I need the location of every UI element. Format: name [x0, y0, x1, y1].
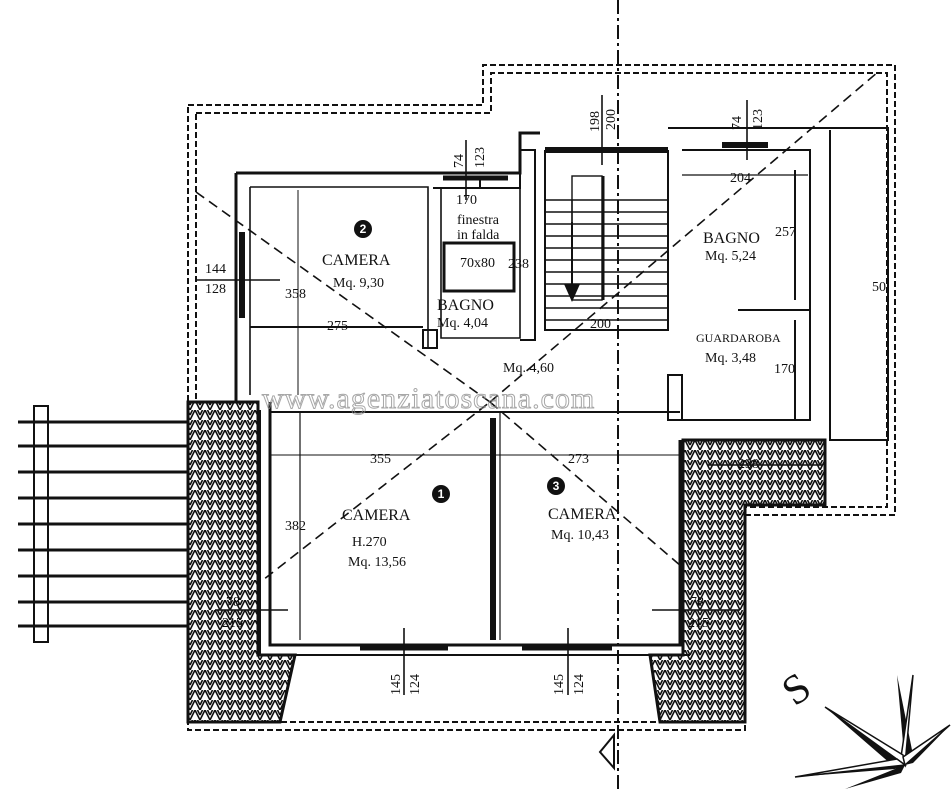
- skylight-size: 70x80: [460, 256, 495, 271]
- room-name: BAGNO: [437, 297, 494, 314]
- room-corridoio: Mq. 4,60: [503, 361, 554, 376]
- dim-215-left: 215: [222, 616, 243, 631]
- stair-arrow-icon: [564, 222, 580, 302]
- compass-letter: S: [774, 664, 820, 715]
- staircase: [545, 175, 668, 321]
- dim-198: 198: [588, 111, 603, 132]
- dimension-labels: 198 200 74 123 74 123 170 204 257 238 14…: [205, 109, 886, 695]
- dim-124-left: 124: [408, 674, 423, 695]
- interior-walls: [234, 127, 889, 656]
- room-camera-3: 3 CAMERA Mq. 10,43: [547, 477, 617, 543]
- dim-128: 128: [205, 282, 226, 297]
- room-name: GUARDAROBA: [696, 331, 781, 345]
- skylight-label-2: in falda: [457, 228, 500, 243]
- dim-74-b: 74: [730, 116, 745, 130]
- dim-238-low: 238: [738, 457, 759, 472]
- pergola: [18, 405, 188, 643]
- dim-78-left: 78: [226, 595, 240, 610]
- watermark: www.agenziatoscana.com: [262, 382, 595, 415]
- dim-200-top: 200: [604, 109, 619, 130]
- dim-78-right: 78: [690, 595, 704, 610]
- room-height: H.270: [352, 535, 387, 550]
- dim-273: 273: [568, 452, 589, 467]
- compass-rose-icon: S: [774, 664, 951, 789]
- dimension-ticks: [195, 95, 822, 695]
- dim-257: 257: [775, 225, 796, 240]
- room-name: CAMERA: [548, 506, 617, 523]
- dim-145-left: 145: [389, 674, 404, 695]
- dim-170-right: 170: [774, 362, 795, 377]
- dim-144: 144: [205, 262, 226, 277]
- dim-145-right: 145: [552, 674, 567, 695]
- room-area: Mq. 10,43: [551, 528, 609, 543]
- room-area: Mq. 13,56: [348, 555, 406, 570]
- dim-170-top: 170: [456, 193, 477, 208]
- dim-74-a: 74: [452, 154, 467, 168]
- room-area: Mq. 9,30: [333, 276, 384, 291]
- room-name: BAGNO: [703, 230, 760, 247]
- dim-123-b: 123: [751, 109, 766, 130]
- dim-204: 204: [730, 171, 751, 186]
- dim-124-right: 124: [572, 674, 587, 695]
- room-area: Mq. 5,24: [705, 249, 756, 264]
- room-guardaroba: GUARDAROBA Mq. 3,48: [696, 331, 781, 366]
- room-bagno-right: BAGNO Mq. 5,24: [703, 230, 760, 264]
- room-area: Mq. 4,04: [437, 316, 488, 331]
- dim-215-right: 215: [688, 616, 709, 631]
- dim-123-a: 123: [473, 147, 488, 168]
- room-bagno-small: finestra in falda 70x80 BAGNO Mq. 4,04: [437, 213, 500, 331]
- roof-outline: [187, 64, 896, 731]
- skylight-label-1: finestra: [457, 213, 500, 228]
- room-name: CAMERA: [342, 507, 411, 524]
- dim-50: 50: [872, 280, 886, 295]
- room-camera-2: 2 CAMERA Mq. 9,30: [322, 220, 391, 291]
- dim-200-mid: 200: [590, 317, 611, 332]
- dim-238-mid: 238: [508, 257, 529, 272]
- room-number: 3: [553, 479, 560, 493]
- room-name: CAMERA: [322, 252, 391, 269]
- room-camera-1: 1 CAMERA H.270 Mq. 13,56: [342, 485, 450, 570]
- dim-275: 275: [327, 319, 348, 334]
- room-area: Mq. 4,60: [503, 361, 554, 376]
- dim-358: 358: [285, 287, 306, 302]
- room-number: 1: [438, 487, 445, 501]
- room-area: Mq. 3,48: [705, 351, 756, 366]
- room-number: 2: [360, 222, 367, 236]
- dim-355: 355: [370, 452, 391, 467]
- masonry-walls: [186, 400, 827, 724]
- dim-382: 382: [285, 519, 306, 534]
- section-marker-icon: [598, 732, 615, 771]
